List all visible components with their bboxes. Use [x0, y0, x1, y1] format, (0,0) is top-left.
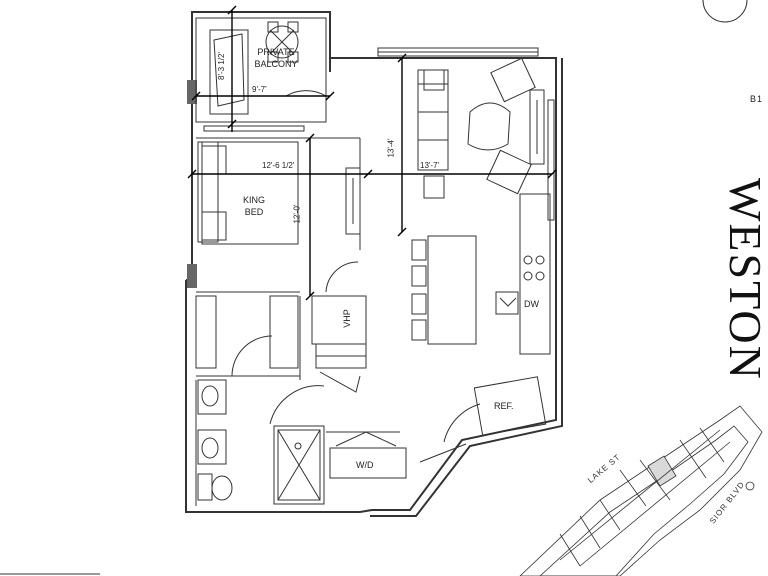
windows — [203, 47, 555, 221]
site-map — [519, 405, 763, 576]
wd-label: W/D — [356, 460, 374, 470]
dim-balcony-width: 9'-7' — [252, 85, 267, 94]
dim-living-depth: 13'-4' — [386, 138, 396, 158]
unit-id: B1 — [750, 94, 764, 104]
laundry — [326, 431, 407, 479]
bedroom — [196, 137, 361, 293]
hall-closets — [195, 295, 367, 393]
dim-balcony-depth: 8'-3 1/2' — [216, 52, 226, 80]
bathroom — [195, 379, 325, 506]
ref-label: REF. — [494, 401, 514, 411]
north-arrow-fragment — [702, 0, 748, 23]
dim-bed-depth: 12'-0' — [292, 204, 302, 224]
living-room — [417, 57, 545, 199]
bedroom-label: KING BED — [242, 195, 265, 217]
highlighted-unit — [647, 455, 677, 487]
column-block — [187, 80, 197, 104]
balcony-label: PRIVATE BALCONY — [254, 47, 298, 69]
balcony — [195, 17, 327, 123]
brand-logo-text: WESTON — [720, 178, 768, 381]
dim-bed-width: 12'-6 1/2' — [262, 161, 295, 170]
dimension-ticks — [187, 5, 557, 301]
dim-living-width: 13'-7' — [420, 161, 440, 170]
dw-label: DW — [524, 299, 539, 309]
dimension-lines — [192, 10, 552, 296]
kitchen — [411, 193, 551, 463]
outer-walls — [185, 11, 563, 517]
column-block — [187, 264, 197, 288]
vhp-label: VHP — [341, 309, 352, 328]
